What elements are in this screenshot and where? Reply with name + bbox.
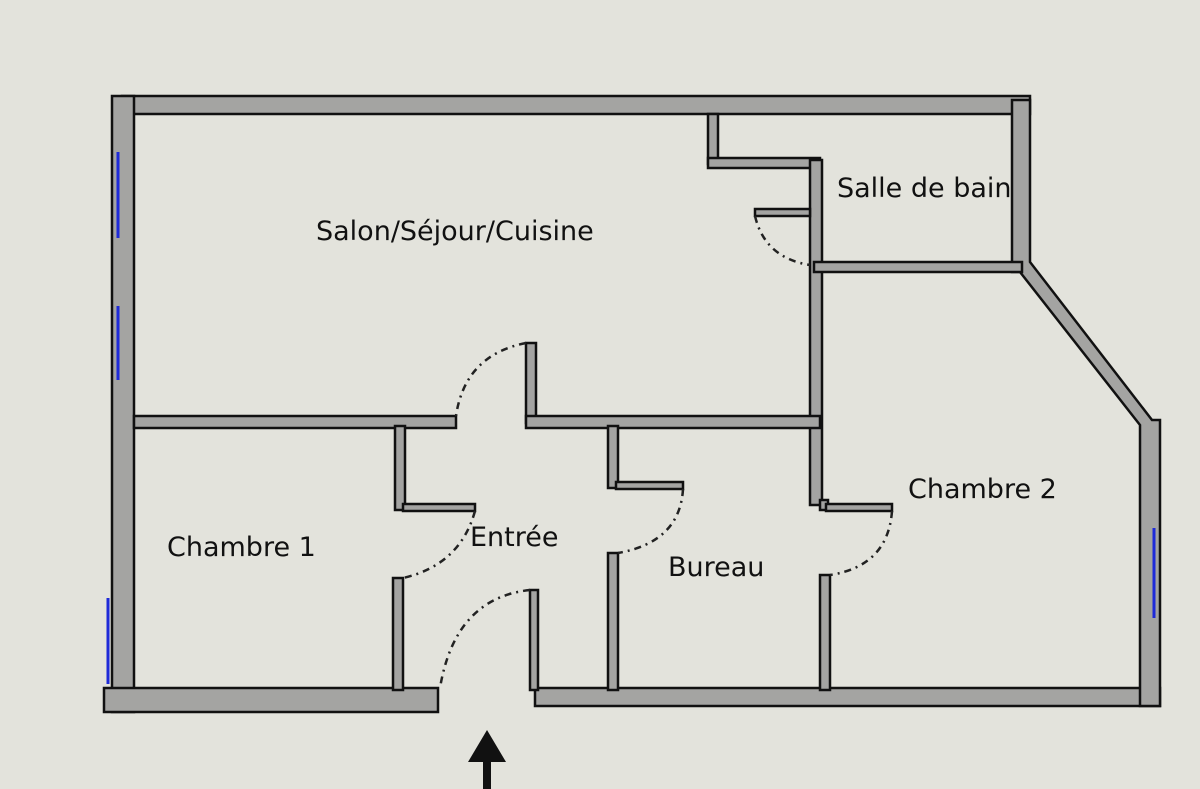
wall-inner bbox=[393, 424, 407, 512]
wall-inner bbox=[808, 158, 824, 507]
door-bathroom bbox=[753, 215, 811, 267]
room-label-office: Bureau bbox=[668, 552, 764, 583]
wall-top bbox=[120, 94, 1032, 116]
wall-inner bbox=[391, 576, 405, 692]
wall-inner bbox=[824, 502, 894, 513]
door-bedroom2 bbox=[829, 510, 894, 577]
doors bbox=[402, 215, 894, 689]
door-entrance bbox=[438, 588, 531, 689]
wall-left bbox=[110, 94, 136, 714]
arrow-up-icon bbox=[468, 730, 506, 789]
room-labels: Salon/Séjour/Cuisine Salle de bain Chamb… bbox=[167, 173, 1057, 583]
wall-inner bbox=[606, 424, 620, 490]
door-office bbox=[617, 488, 685, 555]
wall-bottom-left bbox=[102, 686, 440, 714]
wall-inner bbox=[614, 480, 685, 491]
wall-inner bbox=[818, 573, 832, 692]
room-label-entrance: Entrée bbox=[470, 522, 559, 553]
wall-inner bbox=[753, 207, 812, 218]
inner-walls bbox=[132, 112, 1024, 692]
wall-inner bbox=[706, 156, 822, 170]
room-label-bedroom1: Chambre 1 bbox=[167, 532, 316, 563]
wall-right bbox=[1010, 98, 1162, 708]
wall-inner bbox=[401, 502, 477, 513]
wall-inner bbox=[528, 588, 540, 692]
wall-inner bbox=[524, 341, 538, 425]
wall-inner bbox=[812, 260, 1024, 274]
door-living bbox=[454, 341, 527, 417]
wall-inner bbox=[132, 414, 458, 430]
wall-inner bbox=[606, 551, 620, 692]
windows bbox=[106, 152, 1156, 684]
room-label-living: Salon/Séjour/Cuisine bbox=[316, 216, 594, 247]
door-bedroom1 bbox=[402, 510, 477, 580]
room-label-bedroom2: Chambre 2 bbox=[908, 474, 1057, 505]
wall-bottom-right bbox=[533, 686, 1162, 708]
outer-walls bbox=[102, 94, 1162, 714]
wall-inner bbox=[706, 112, 720, 166]
wall-inner bbox=[524, 414, 822, 430]
room-label-bathroom: Salle de bain bbox=[837, 173, 1012, 204]
